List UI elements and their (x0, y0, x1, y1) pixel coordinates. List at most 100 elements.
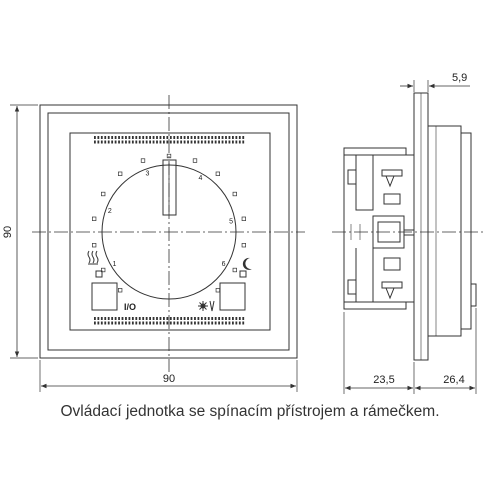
vent-slot (232, 321, 234, 325)
vent-slot (107, 140, 110, 144)
vent-slot (211, 317, 214, 320)
vent-slot (180, 140, 183, 144)
vent-slot (163, 136, 165, 139)
vent-slot (169, 136, 172, 139)
vent-slot (138, 140, 141, 144)
vent-slot (145, 317, 148, 320)
vent-slot (163, 321, 165, 325)
vent-slot (156, 321, 158, 325)
vent-slot (152, 136, 155, 139)
width-dimension-label: 90 (163, 373, 175, 385)
vent-slot (159, 321, 162, 325)
vent-slot (142, 140, 145, 144)
vent-slot (94, 136, 96, 139)
vent-slot (187, 321, 189, 325)
vent-slot (197, 136, 200, 139)
vent-slot (138, 136, 141, 139)
dial-scale-mark (117, 171, 123, 176)
vent-slot (221, 136, 224, 139)
vent-slot (142, 317, 145, 320)
vent-slot (169, 317, 172, 320)
inner-frame (47, 112, 290, 351)
switch-label-io: I/O (124, 302, 136, 312)
vent-slot (94, 321, 96, 325)
vent-slot (149, 321, 151, 325)
vent-slot (118, 140, 120, 144)
vent-slot (128, 321, 131, 325)
sun-cooling-icon (198, 300, 215, 312)
vent-slot (145, 136, 148, 139)
vent-slot (111, 317, 114, 320)
vent-slot (169, 140, 172, 144)
vent-slot (169, 321, 172, 325)
vent-slot (194, 140, 196, 144)
depth-front-dimension-label: 26,4 (443, 374, 464, 386)
dial-scale-mark (241, 216, 246, 221)
vent-slot (176, 317, 179, 320)
vent-slot (135, 321, 138, 325)
vent-slot (138, 317, 141, 320)
vent-slot (121, 317, 124, 320)
vent-slot (180, 136, 183, 139)
vent-slot (145, 140, 148, 144)
vent-slot (221, 321, 224, 325)
vent-slot (225, 136, 227, 139)
vent-slot (200, 321, 203, 325)
vent-slot (125, 317, 127, 320)
vent-slot (156, 317, 158, 320)
vent-slot (118, 317, 120, 320)
dial-number-1: 1 (112, 261, 116, 268)
dial-scale-mark (140, 158, 146, 163)
vent-slot (190, 136, 193, 139)
vent-slot (200, 140, 203, 144)
vent-slot (111, 321, 114, 325)
vent-slot (131, 140, 134, 144)
dial-number-2: 2 (108, 208, 112, 215)
vent-slot (187, 317, 189, 320)
vent-slot (232, 136, 234, 139)
vent-slot (180, 317, 183, 320)
dial-scale-mark (92, 216, 97, 221)
vent-slot (194, 317, 196, 320)
vent-slot (218, 321, 220, 325)
vent-slot (138, 321, 141, 325)
vent-slot (125, 321, 127, 325)
caption: Ovládací jednotka se spínacím přístrojem… (60, 403, 440, 420)
vent-slot (159, 136, 162, 139)
led-left (95, 270, 103, 278)
vent-slot (149, 136, 151, 139)
vent-slot (218, 317, 220, 320)
vent-slot (100, 136, 103, 139)
dial-number-4: 4 (199, 175, 203, 182)
vent-slot (173, 136, 176, 139)
vent-slot (176, 321, 179, 325)
vent-slot (152, 317, 155, 320)
vent-slot (190, 140, 193, 144)
vent-slot (218, 136, 220, 139)
vent-slot (104, 136, 107, 139)
vent-slot (238, 140, 241, 144)
vent-slot (107, 321, 110, 325)
vent-slot (97, 321, 100, 325)
dial-scale-mark (192, 158, 198, 163)
vent-slot (214, 136, 217, 139)
dial-scale-mark (101, 191, 106, 197)
vent-slot (204, 140, 207, 144)
vent-slot (149, 317, 151, 320)
vent-slot (183, 317, 186, 320)
vent-slot (114, 140, 117, 144)
dial-scale-mark (215, 288, 221, 293)
vent-slot (238, 321, 241, 325)
vent-slot (152, 140, 155, 144)
vent-slot (225, 321, 227, 325)
vent-slot (194, 136, 196, 139)
outer-frame (39, 104, 298, 359)
vent-slot (218, 140, 220, 144)
side-cover (427, 125, 462, 337)
vent-slot (228, 136, 231, 139)
vent-slot (225, 140, 227, 144)
vent-slot (100, 317, 103, 320)
vent-slot (207, 317, 210, 320)
frame-dimension-label: 5,9 (452, 72, 467, 84)
